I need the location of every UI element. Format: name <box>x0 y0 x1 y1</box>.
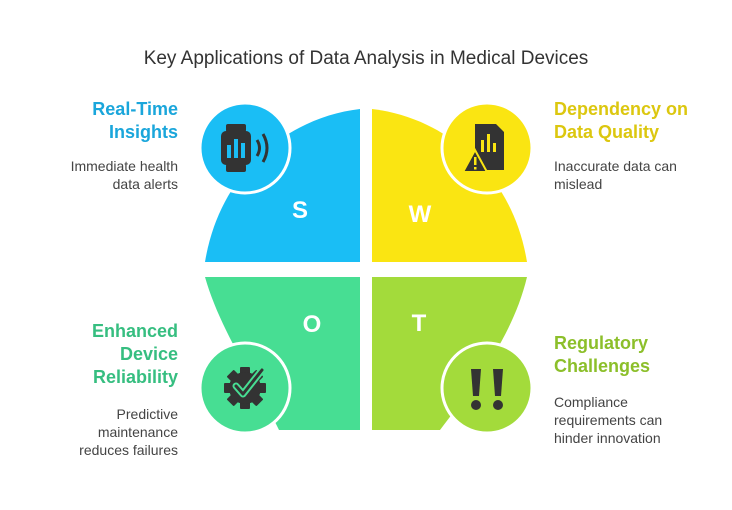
s-description: Immediate health data alerts <box>71 157 178 193</box>
w-quadrant <box>372 109 527 262</box>
w-heading-line-2: Data Quality <box>554 122 660 142</box>
o-letter: O <box>303 311 322 338</box>
o-desc-line-2: maintenance <box>97 424 178 440</box>
s-quadrant <box>205 109 360 262</box>
data-file-warning-icon <box>440 101 534 195</box>
w-desc-line-1: Inaccurate data can <box>554 158 677 174</box>
t-letter: T <box>412 310 427 337</box>
s-heading-line-1: Real-Time <box>92 99 178 119</box>
s-heading-line-2: Insights <box>108 122 178 142</box>
w-heading-line-1: Dependency on <box>554 99 689 119</box>
o-desc-line-1: Predictive <box>116 406 178 422</box>
s-heading: Real-Time Insights <box>92 98 178 144</box>
w-letter: W <box>409 201 432 228</box>
w-desc-line-2: mislead <box>554 176 603 192</box>
s-letter: S <box>292 197 308 224</box>
t-description: Compliance requirements can hinder innov… <box>554 393 662 447</box>
t-heading-line-2: Challenges <box>554 356 651 376</box>
o-heading-line-3: Reliability <box>92 367 178 387</box>
o-desc-line-3: reduces failures <box>79 442 178 458</box>
s-desc-line-2: data alerts <box>112 176 178 192</box>
o-heading-line-2: Device <box>119 344 178 364</box>
diagram-title: Key Applications of Data Analysis in Med… <box>143 48 589 69</box>
t-desc-line-1: Compliance <box>554 394 628 410</box>
t-heading-line-1: Regulatory <box>554 333 649 353</box>
o-quadrant <box>205 277 360 430</box>
smartwatch-signal-icon <box>198 101 292 195</box>
t-heading: Regulatory Challenges <box>554 332 650 378</box>
double-exclamation-icon <box>440 341 534 435</box>
gear-check-icon <box>198 341 292 435</box>
t-desc-line-2: requirements can <box>554 412 663 428</box>
o-description: Predictive maintenance reduces failures <box>79 405 178 459</box>
w-heading: Dependency on Data Quality <box>554 98 688 144</box>
s-desc-line-1: Immediate health <box>70 158 178 174</box>
t-quadrant <box>372 277 527 430</box>
o-heading-line-1: Enhanced <box>91 321 178 341</box>
t-desc-line-3: hinder innovation <box>554 430 661 446</box>
w-description: Inaccurate data can mislead <box>554 157 677 193</box>
o-heading: Enhanced Device Reliability <box>92 320 178 389</box>
